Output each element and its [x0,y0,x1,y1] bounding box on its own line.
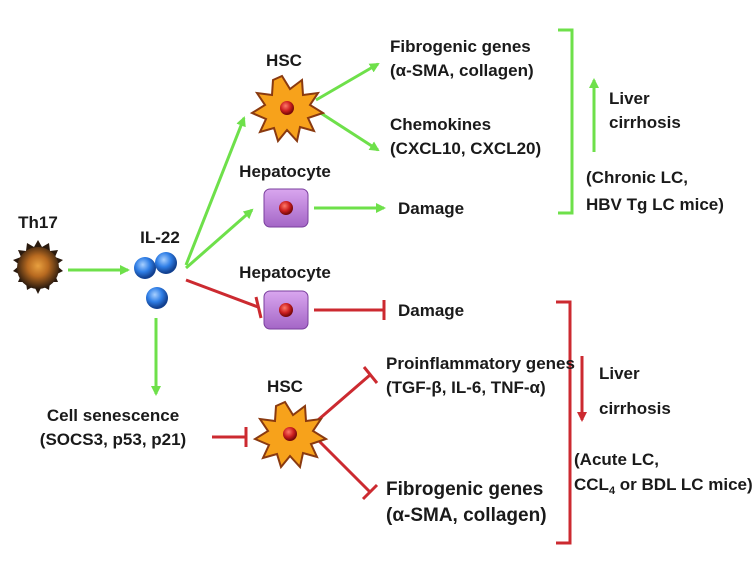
inhibit-il22-to-hepatocyte-bottom [185,278,259,309]
top-cirrhosis-line1: Liver [609,89,650,108]
bracket-top [558,28,574,215]
inhibit-bar-hepatocyte-bottom [254,296,263,319]
ccl4-suffix: or BDL LC mice) [615,475,753,494]
top-model-line2: HBV Tg LC mice) [586,195,724,214]
hsc-bottom-star-icon [252,400,329,470]
inhibit-hsc-to-fibrogenic [316,438,372,494]
inhibit-bar-proinflammatory [362,366,379,384]
arrow-hsc-to-chemokines [315,108,380,152]
top-model-line1: (Chronic LC, [586,168,688,187]
bottom-model-line1: (Acute LC, [574,450,659,469]
bottom-cirrhosis-line1: Liver [599,364,640,383]
inhibit-hsc-to-proinflammatory [317,373,371,422]
top-damage: Damage [398,199,464,218]
hepatocyte-bottom-label: Hepatocyte [239,263,331,282]
hepatocyte-top-label: Hepatocyte [239,162,331,181]
bottom-cirrhosis-line2: cirrhosis [599,399,671,418]
arrow-il22-to-hepatocyte-top [185,208,254,270]
senescence-label: Cell senescence [47,406,179,425]
arrow-hsc-to-fibrogenic [315,62,380,102]
bottom-model-line2: CCL4 or BDL LC mice) [574,475,753,497]
bottom-fibrogenic-markers: (α-SMA, collagen) [386,505,547,526]
activating-arrows [68,28,599,396]
top-cirrhosis-line2: cirrhosis [609,113,681,132]
th17-cell-icon [13,240,63,294]
ccl4-subscript: 4 [609,485,616,497]
hsc-bottom-label: HSC [267,377,303,396]
inhibit-bar-fibrogenic [361,483,379,501]
hsc-top-star-icon [249,74,326,144]
senescence-markers: (SOCS3, p53, p21) [40,430,186,449]
top-chemokines-markers: (CXCL10, CXCL20) [390,139,541,158]
arrow-il22-to-hsc-top [184,116,246,266]
bottom-proinflammatory-markers: (TGF-β, IL-6, TNF-α) [386,378,546,397]
il22-label: IL-22 [140,228,180,247]
ccl4-prefix: CCL [574,475,609,494]
bottom-fibrogenic-genes: Fibrogenic genes [386,479,543,500]
th17-label: Th17 [18,213,58,232]
top-chemokines: Chemokines [390,115,491,134]
hepatocyte-top-cell-icon [263,188,309,228]
bracket-bottom [556,300,572,545]
top-fibrogenic-markers: (α-SMA, collagen) [390,61,534,80]
hepatocyte-bottom-cell-icon [263,290,309,330]
inhibitory-lines [185,278,587,545]
bottom-proinflammatory-genes: Proinflammatory genes [386,354,575,373]
bottom-damage: Damage [398,301,464,320]
hsc-top-label: HSC [266,51,302,70]
top-fibrogenic-genes: Fibrogenic genes [390,37,531,56]
il22-cytokine-icon [134,252,177,309]
